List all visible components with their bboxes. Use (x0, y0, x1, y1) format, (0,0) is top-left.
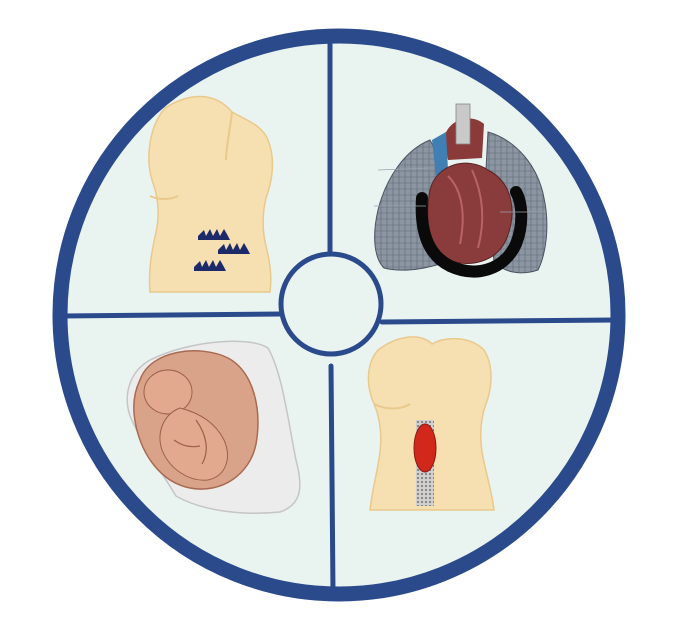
torso-silhouette (149, 96, 273, 292)
quadrant-top-left (149, 96, 273, 292)
trachea (456, 104, 470, 144)
fetus-head (144, 370, 192, 414)
center-hub (281, 254, 381, 354)
aneurysm-bulge (414, 424, 436, 472)
torso-with-aortic-aneurysm-icon (368, 337, 494, 510)
torso-with-bowel-marks-icon (149, 96, 273, 292)
quadrant-bottom-right (368, 337, 494, 510)
heart (428, 163, 512, 263)
